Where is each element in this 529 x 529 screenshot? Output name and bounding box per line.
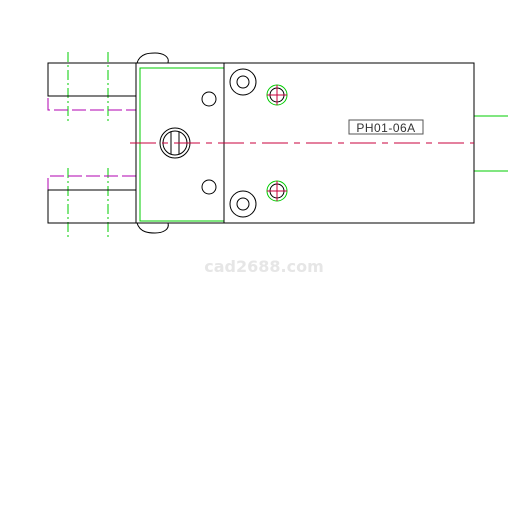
hidden-lines	[47, 95, 136, 191]
centerlines	[130, 85, 474, 201]
part-label-text: PH01-06A	[356, 121, 415, 135]
construction-lines	[67, 52, 508, 240]
main-body-outline	[223, 62, 475, 224]
bottom-finger-outline	[47, 189, 137, 224]
watermark: cad2688.com	[204, 257, 324, 276]
top-finger-outline	[47, 62, 137, 97]
part-label: PH01-06A	[348, 119, 424, 135]
